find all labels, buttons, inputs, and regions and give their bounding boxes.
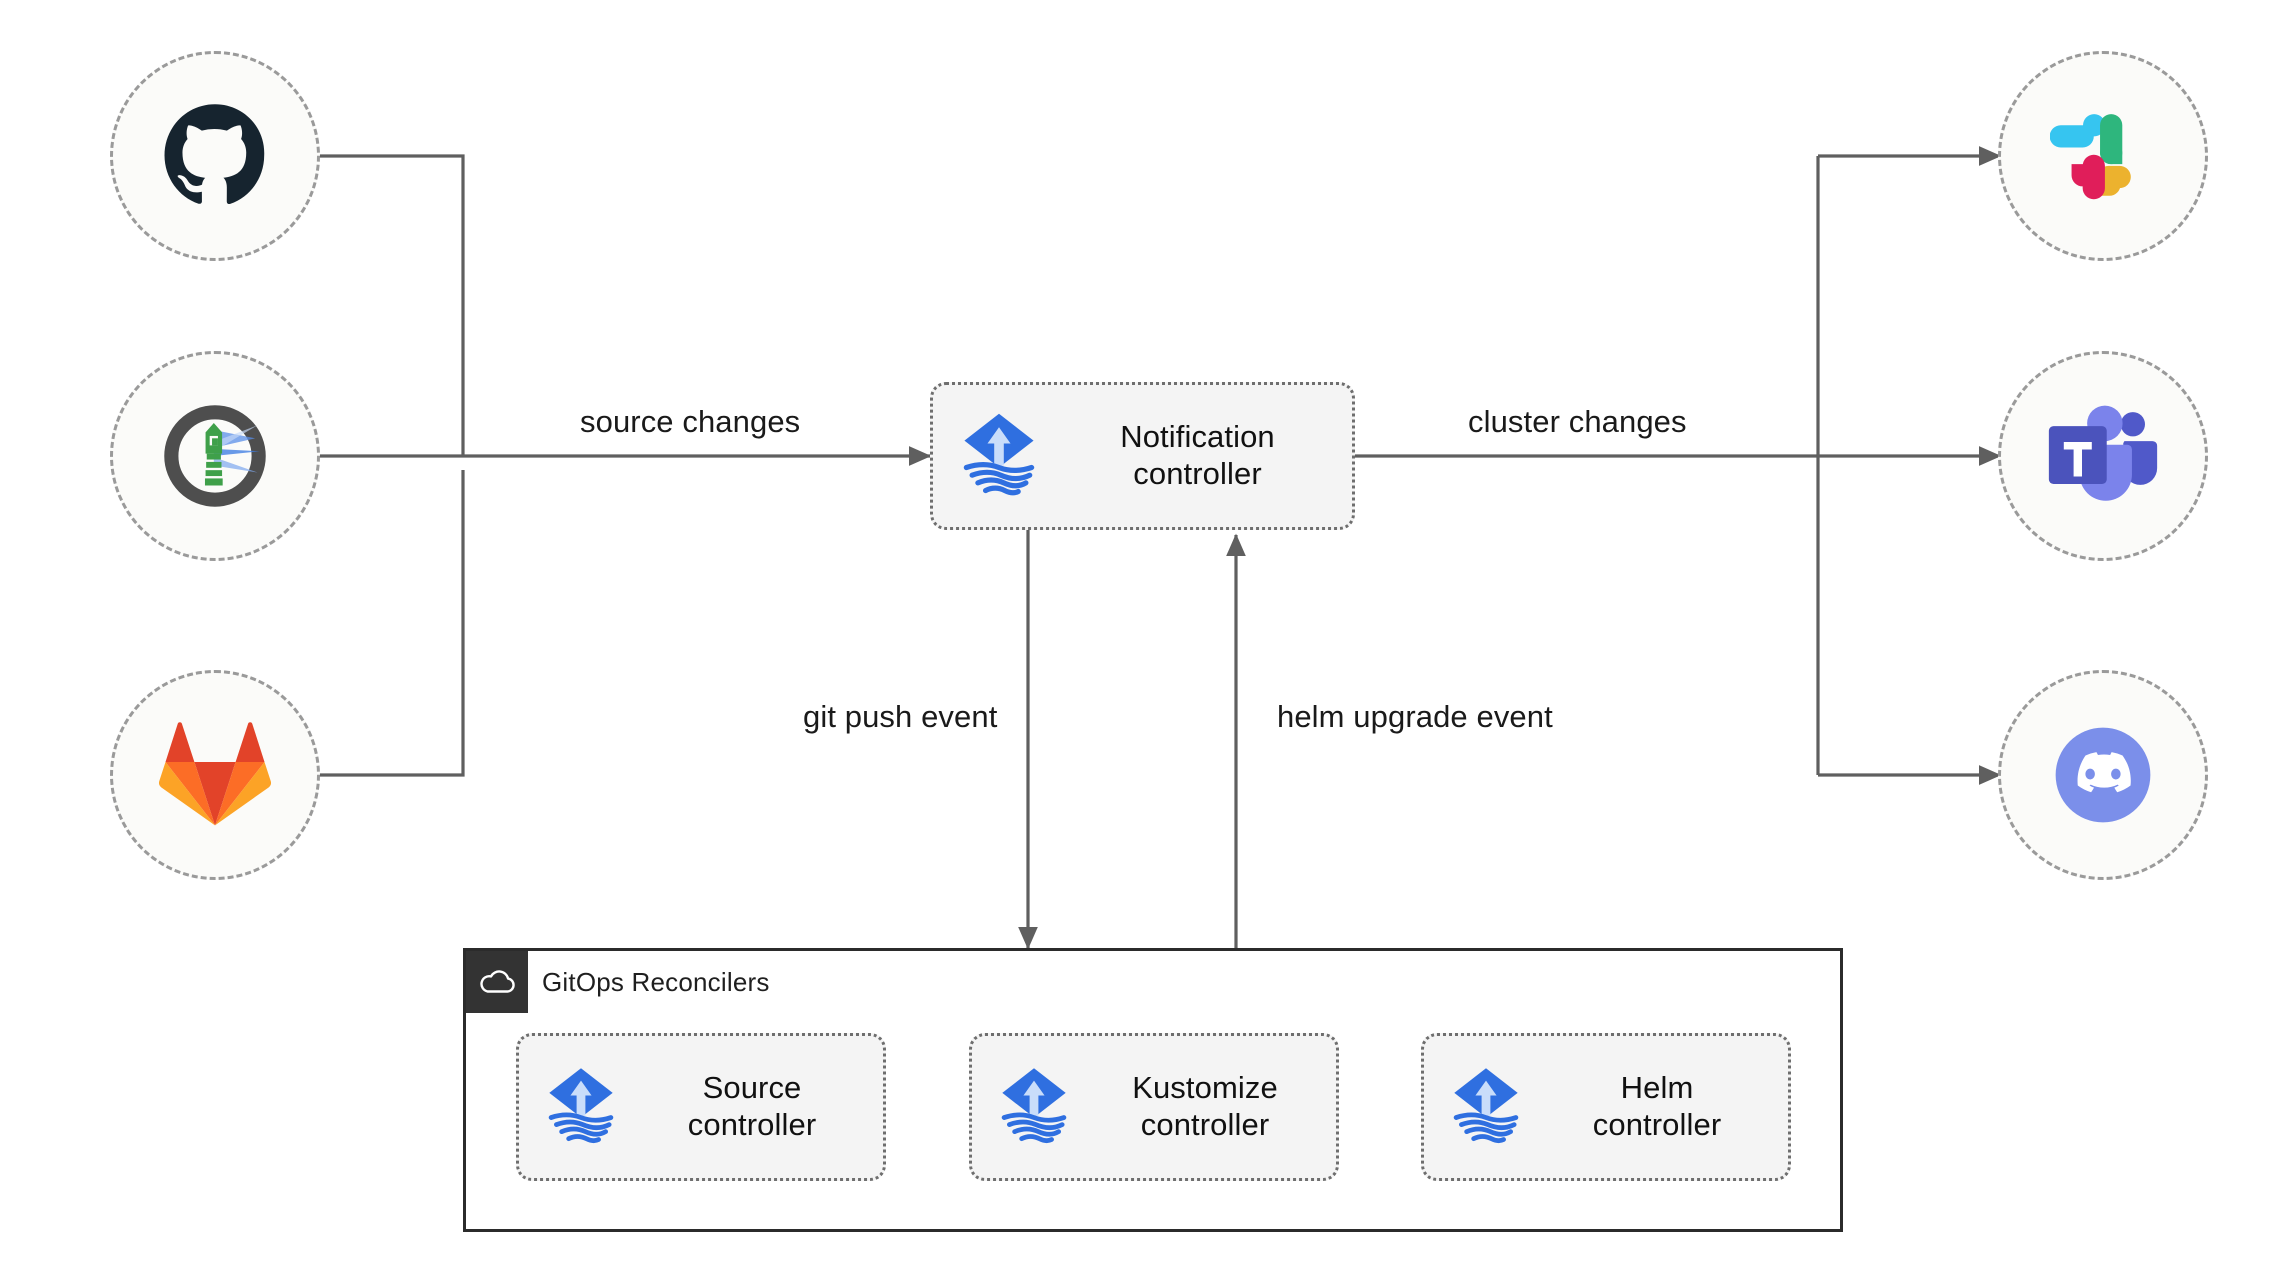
cloud-badge <box>466 951 528 1013</box>
edge-label-cluster-changes: cluster changes <box>1468 404 1687 439</box>
source-node-gitlab[interactable] <box>110 670 320 880</box>
flux-logo-icon <box>1001 1068 1067 1144</box>
kustomize-controller-label: Kustomize controller <box>1132 1070 1278 1142</box>
kustomize-controller-box[interactable]: Kustomize controller <box>969 1033 1339 1181</box>
target-node-teams[interactable] <box>1998 351 2208 561</box>
target-node-discord[interactable] <box>1998 670 2208 880</box>
notification-controller-box[interactable]: Notification controller <box>930 382 1355 530</box>
helm-controller-label: Helm controller <box>1592 1070 1722 1142</box>
edge-label-git-push-event: git push event <box>803 699 998 734</box>
notification-controller-label: Notification controller <box>1120 419 1275 491</box>
source-controller-box[interactable]: Source controller <box>516 1033 886 1181</box>
slack-icon <box>2050 114 2131 200</box>
flux-lighthouse-icon <box>164 405 266 507</box>
source-controller-label: Source controller <box>687 1070 817 1142</box>
edge-label-helm-upgrade-event: helm upgrade event <box>1277 699 1553 734</box>
helm-controller-box[interactable]: Helm controller <box>1421 1033 1791 1181</box>
gitops-reconcilers-group: GitOps Reconcilers Source controller <box>463 948 1843 1232</box>
flux-logo-icon <box>963 413 1035 496</box>
gitops-reconcilers-title: GitOps Reconcilers <box>542 966 770 997</box>
discord-icon <box>2055 727 2151 823</box>
ms-teams-icon <box>2048 405 2158 501</box>
cloud-icon <box>480 970 515 993</box>
flux-logo-icon <box>1453 1068 1519 1144</box>
edge-label-source-changes: source changes <box>580 404 801 439</box>
source-node-github[interactable] <box>110 51 320 261</box>
flux-logo-icon <box>548 1068 614 1144</box>
gitlab-icon <box>159 722 271 826</box>
target-node-slack[interactable] <box>1998 51 2208 261</box>
source-node-flux[interactable] <box>110 351 320 561</box>
github-icon <box>164 104 265 205</box>
